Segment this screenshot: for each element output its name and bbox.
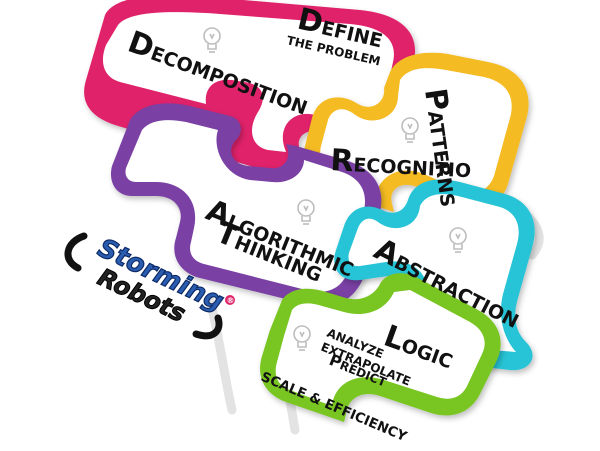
registered-mark-icon — [225, 295, 235, 305]
lightbulb-icon — [401, 117, 419, 143]
lightbulb-icon — [203, 27, 221, 53]
logic-tile — [260, 273, 501, 422]
lightbulb-icon — [293, 325, 311, 351]
logo-left-bracket — [64, 232, 88, 272]
logo-right-bracket — [192, 314, 223, 340]
algorithmic-thinking-tile — [110, 103, 382, 307]
registered-mark: ® — [227, 296, 235, 305]
lightbulb-icon — [449, 227, 467, 253]
lightbulb-icon — [297, 199, 315, 225]
